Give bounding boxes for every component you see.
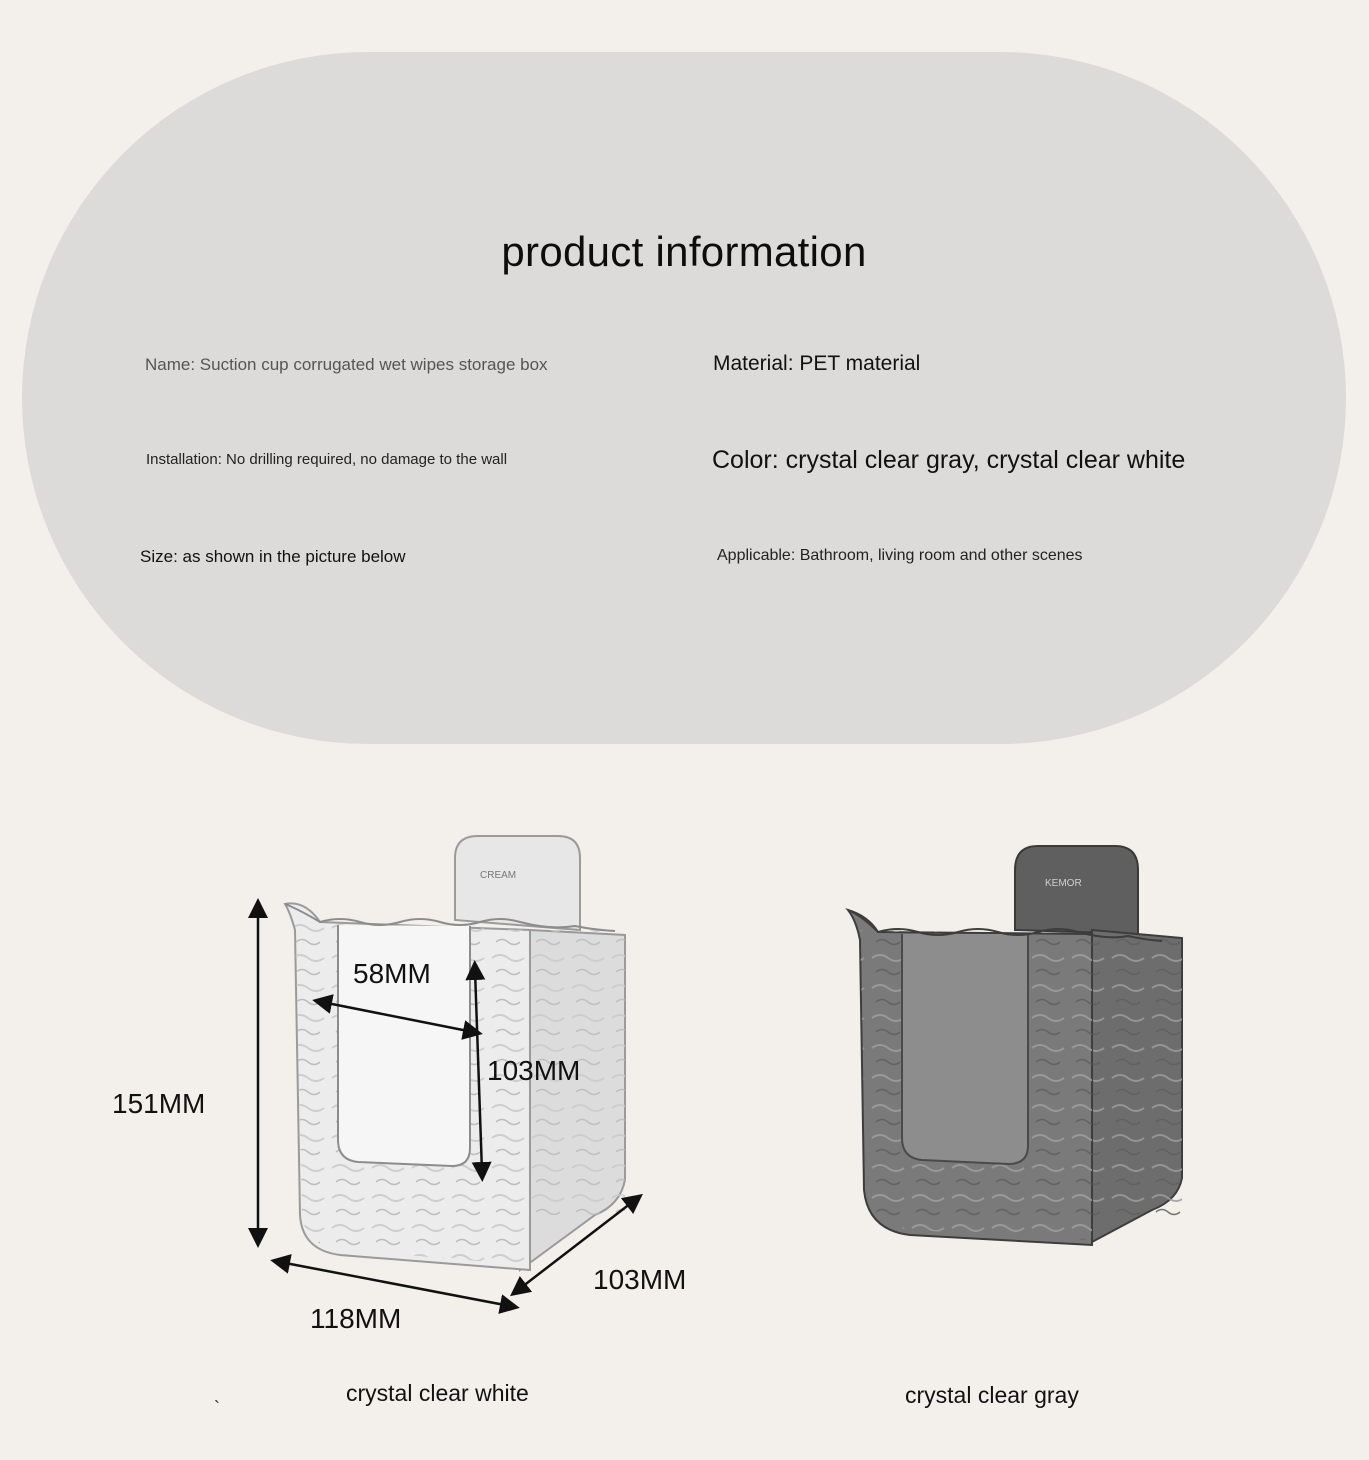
clear-white-box-illustration: CREAM bbox=[248, 835, 643, 1314]
product-image-clear-white: CREAM bbox=[90, 830, 730, 1340]
white-hook-text: CREAM bbox=[480, 870, 516, 881]
spec-name: Name: Suction cup corrugated wet wipes s… bbox=[145, 355, 548, 374]
dimension-height-label: 151MM bbox=[112, 1088, 206, 1119]
product-image-clear-gray: KEMOR bbox=[830, 830, 1210, 1300]
spec-applicable: Applicable: Bathroom, living room and ot… bbox=[717, 547, 1083, 564]
spec-material: Material: PET material bbox=[713, 352, 921, 375]
product-info-panel: product information bbox=[22, 52, 1346, 744]
stray-mark: ` bbox=[214, 1398, 220, 1418]
caption-clear-white: crystal clear white bbox=[346, 1380, 529, 1406]
spec-size: Size: as shown in the picture below bbox=[140, 547, 406, 566]
dimension-opening-width-label: 58MM bbox=[353, 958, 431, 989]
dimension-opening-height-label: 103MM bbox=[487, 1055, 581, 1086]
gray-hook-text: KEMOR bbox=[1045, 878, 1082, 889]
dimension-depth-label: 103MM bbox=[593, 1264, 687, 1295]
spec-color: Color: crystal clear gray, crystal clear… bbox=[712, 446, 1186, 474]
dimension-width-label: 118MM bbox=[310, 1303, 402, 1334]
panel-title: product information bbox=[501, 228, 867, 275]
spec-installation: Installation: No drilling required, no d… bbox=[146, 451, 508, 468]
caption-clear-gray: crystal clear gray bbox=[905, 1382, 1079, 1408]
clear-gray-box-illustration: KEMOR bbox=[845, 845, 1183, 1247]
